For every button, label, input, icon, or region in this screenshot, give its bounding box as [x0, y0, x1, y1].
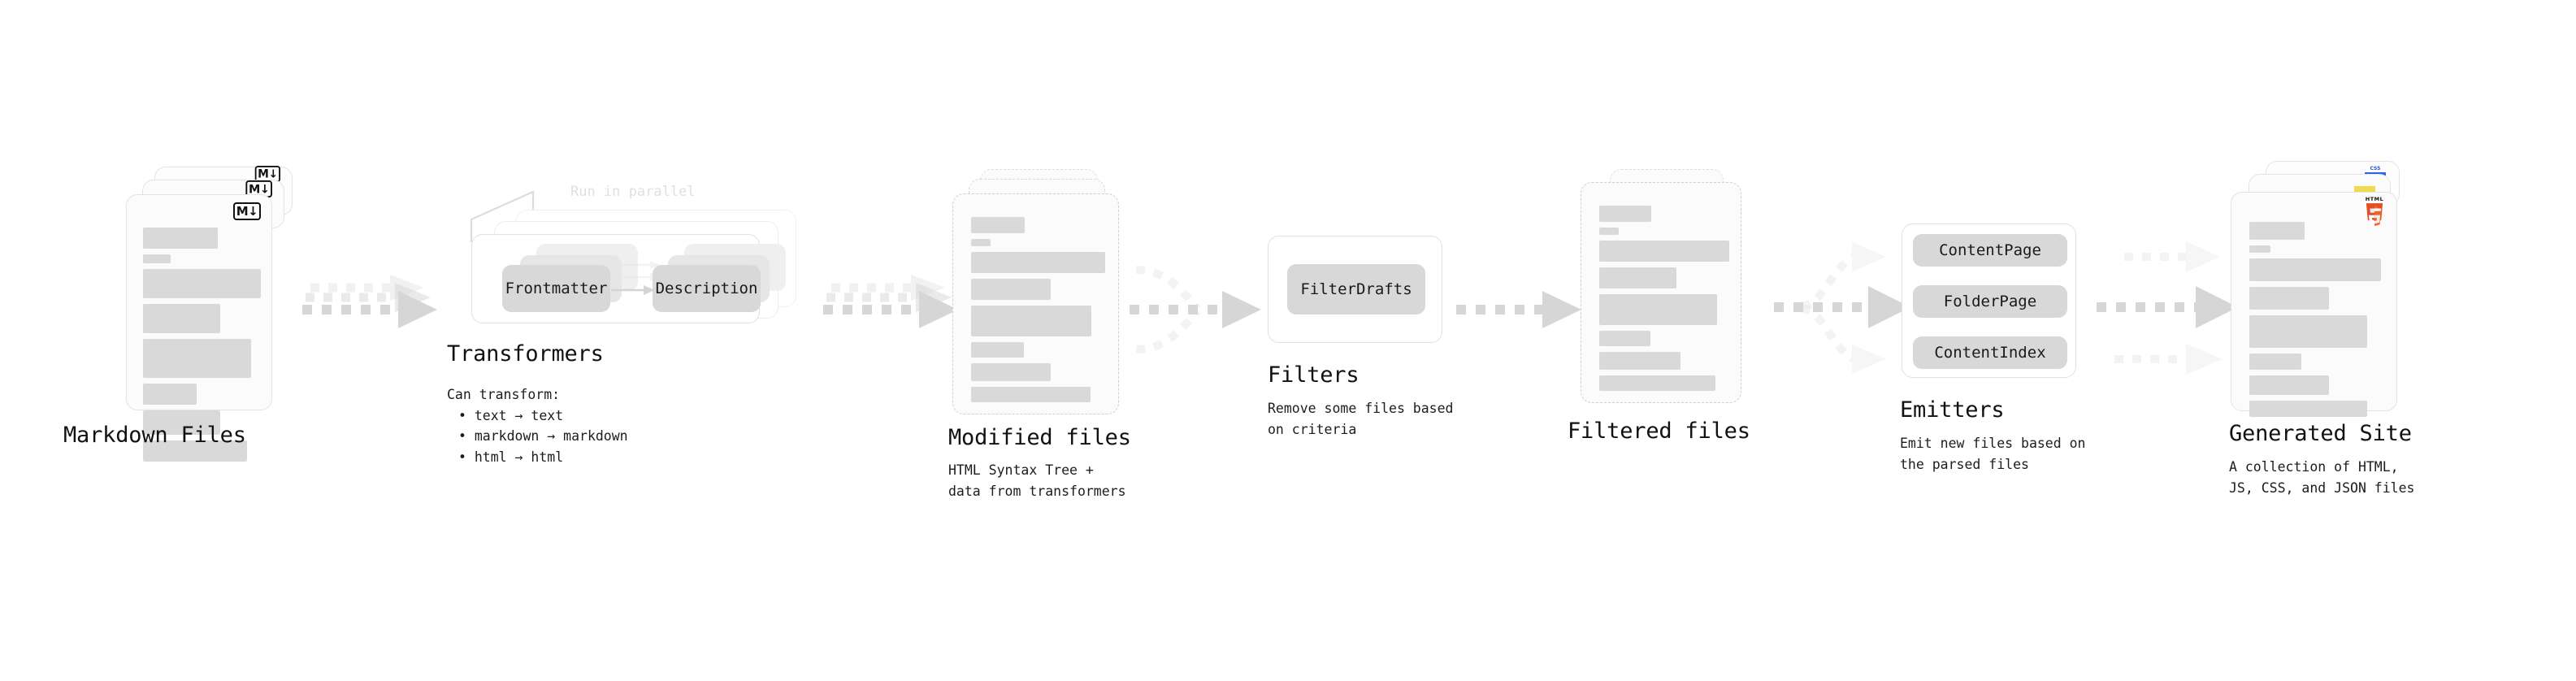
modified-files-description: HTML Syntax Tree + data from transformer… [948, 462, 1126, 499]
stage-modified-files: Modified files HTML Syntax Tree + data f… [948, 169, 1131, 499]
filters-description: Remove some files based on criteria [1268, 401, 1454, 437]
arrow-transformers-to-modified [823, 275, 969, 345]
markdown-logo-icon: M↓ [233, 202, 261, 220]
stage-title-modified-files: Modified files [948, 425, 1131, 450]
markdown-logo-icon: M↓ [254, 166, 280, 183]
emitters-description: Emit new files based on the parsed files [1900, 436, 2086, 472]
stage-title-emitters: Emitters [1900, 397, 2005, 423]
filtered-card-stack [1581, 169, 1751, 413]
generated-site-card-stack: CSS HTML [2231, 161, 2418, 417]
transformers-desc-head: Can transform: [447, 387, 561, 402]
stage-title-filters: Filters [1268, 362, 1360, 388]
transformer-chip-frontmatter[interactable]: Frontmatter [502, 265, 610, 312]
stage-filtered-files: Filtered files [1568, 169, 1751, 444]
filtered-placeholder-lines [1599, 206, 1729, 391]
transformers-bullet-1: • markdown → markdown [458, 428, 628, 445]
markdown-card-front: M↓ [126, 194, 272, 462]
arrow-emitters-to-site [2097, 231, 2263, 385]
html5-logo-icon: HTML [2362, 197, 2387, 229]
markdown-card-stack: M↓ M↓ M↓ [126, 166, 297, 462]
emitter-chip-contentindex[interactable]: ContentIndex [1913, 336, 2067, 369]
run-in-parallel-bracket [470, 187, 567, 244]
modified-card-stack [952, 169, 1123, 414]
transformers-bullet-0: • text → text [458, 407, 564, 423]
generated-site-description: A collection of HTML, JS, CSS, and JSON … [2229, 459, 2415, 496]
run-in-parallel-label: Run in parallel [570, 184, 696, 200]
emitter-chip-contentpage[interactable]: ContentPage [1913, 234, 2067, 267]
emitter-chip-folderpage[interactable]: FolderPage [1913, 285, 2067, 318]
stage-title-generated-site: Generated Site [2229, 421, 2412, 446]
emitters-module: ContentPage FolderPage ContentIndex [1902, 223, 2076, 378]
generated-site-card-front: HTML [2231, 192, 2397, 417]
arrow-filters-to-filtered [1456, 288, 1594, 337]
generated-site-placeholder-lines [2249, 222, 2381, 417]
arrow-filtered-to-emitters [1774, 231, 1932, 385]
modified-card-front [952, 193, 1119, 414]
transformer-main-arrow [611, 284, 657, 297]
filtered-card-front [1581, 182, 1741, 403]
filters-module: FilterDrafts [1268, 236, 1442, 343]
filter-chip-filterdrafts[interactable]: FilterDrafts [1287, 264, 1425, 314]
transformers-bullet-2: • html → html [458, 449, 564, 465]
arrow-markdown-to-transformers [302, 275, 449, 345]
markdown-placeholder-lines [143, 228, 261, 462]
transformers-description: Can transform: • text → text • markdown … [447, 384, 628, 467]
stage-generated-site: CSS HTML [2229, 161, 2418, 496]
transformer-chip-description[interactable]: Description [653, 265, 761, 312]
stage-title-filtered-files: Filtered files [1568, 419, 1750, 444]
stage-markdown-files: M↓ M↓ M↓ Markdown F [63, 166, 297, 462]
stage-title-markdown-files: Markdown Files [63, 423, 246, 448]
modified-placeholder-lines [971, 217, 1105, 402]
stage-title-transformers: Transformers [447, 341, 604, 367]
arrow-modified-to-filters [1130, 258, 1284, 364]
